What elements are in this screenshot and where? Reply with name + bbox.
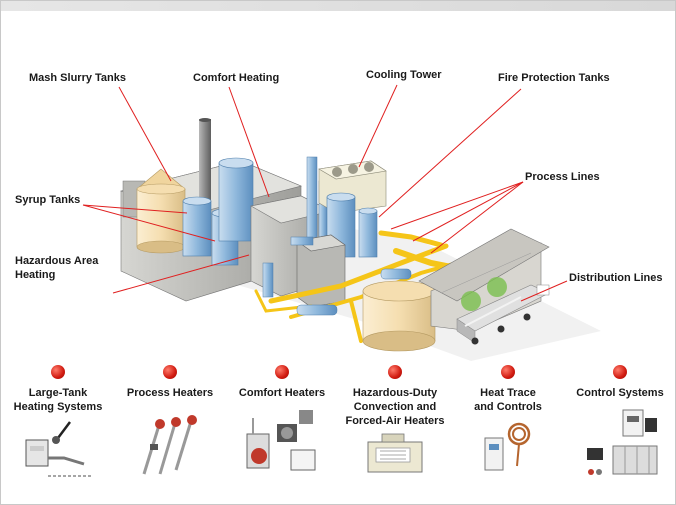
large-storage-tank <box>362 280 436 352</box>
category-line: Heat Trace <box>480 387 536 399</box>
category-line: and Controls <box>474 401 542 413</box>
category-line: Comfort Heaters <box>238 387 326 399</box>
pointer-comfort <box>228 86 270 198</box>
top-bar <box>1 1 675 11</box>
control-panel-icon <box>587 409 658 475</box>
category-line: Large-Tank <box>28 387 88 399</box>
pointer-lines <box>82 84 568 302</box>
category-large-tank-heating[interactable]: Large-Tank Heating Systems <box>3 365 113 484</box>
category-line: Heating Systems <box>13 401 103 413</box>
category-control-systems[interactable]: Control Systems <box>565 365 675 484</box>
label-hazardous-line-1: Hazardous Area <box>15 255 99 267</box>
pointer-process-3 <box>430 181 524 254</box>
category-line: Hazardous-Duty <box>352 387 438 399</box>
label-distribution-lines: Distribution Lines <box>569 272 663 284</box>
category-title: Large-Tank Heating Systems <box>3 386 113 414</box>
bullet-dot <box>51 365 65 379</box>
category-line: Control Systems <box>576 387 664 399</box>
pointer-syrup-1 <box>82 204 188 214</box>
pointer-process-2 <box>412 181 524 242</box>
plant-illustration <box>82 84 601 361</box>
process-heater-icon <box>142 415 197 475</box>
label-cooling-tower: Cooling Tower <box>366 69 442 81</box>
category-line: Process Heaters <box>126 387 214 399</box>
pointer-cooling <box>358 84 398 168</box>
bullet-dot <box>275 365 289 379</box>
category-heat-trace-controls[interactable]: Heat Trace and Controls <box>453 365 563 484</box>
category-title: Hazardous-Duty Convection and Forced-Air… <box>340 386 450 428</box>
heat-trace-icon <box>484 422 531 471</box>
tanker-truck <box>456 284 550 345</box>
category-comfort-heaters[interactable]: Comfort Heaters <box>227 365 337 484</box>
category-title: Control Systems <box>565 386 675 400</box>
category-line: Forced-Air Heaters <box>345 415 445 427</box>
pointer-fire <box>378 88 522 218</box>
bullet-dot <box>163 365 177 379</box>
category-title: Heat Trace and Controls <box>453 386 563 414</box>
label-hazardous-area-heating: Hazardous Area Heating <box>15 254 98 282</box>
category-title: Process Heaters <box>115 386 225 400</box>
pointer-syrup-2 <box>82 204 216 242</box>
blue-pipes <box>262 236 412 316</box>
category-title: Comfort Heaters <box>227 386 337 400</box>
label-comfort-heating: Comfort Heating <box>193 72 280 84</box>
label-process-lines: Process Lines <box>525 171 600 183</box>
comfort-heater-icon <box>246 410 316 471</box>
pointer-distribution <box>520 280 568 302</box>
tank-heater-icon <box>25 421 92 477</box>
convection-heater-icon <box>367 433 423 473</box>
category-process-heaters[interactable]: Process Heaters <box>115 365 225 484</box>
category-hazardous-duty-heaters[interactable]: Hazardous-Duty Convection and Forced-Air… <box>340 365 450 478</box>
pointer-hazard <box>112 254 250 294</box>
bullet-dot <box>388 365 402 379</box>
tall-blue-tank <box>218 157 254 242</box>
bullet-dot <box>501 365 515 379</box>
bullet-dot <box>613 365 627 379</box>
chimney-stack <box>199 118 211 205</box>
pointer-process-1 <box>390 181 524 230</box>
label-syrup-tanks: Syrup Tanks <box>15 194 81 206</box>
fire-protection-tanks <box>326 192 378 258</box>
pointer-mash <box>118 86 172 182</box>
label-mash-slurry-tanks: Mash Slurry Tanks <box>29 72 126 84</box>
label-hazardous-line-2: Heating <box>15 269 56 281</box>
label-fire-protection-tanks: Fire Protection Tanks <box>498 72 610 84</box>
category-line: Convection and <box>353 401 437 413</box>
